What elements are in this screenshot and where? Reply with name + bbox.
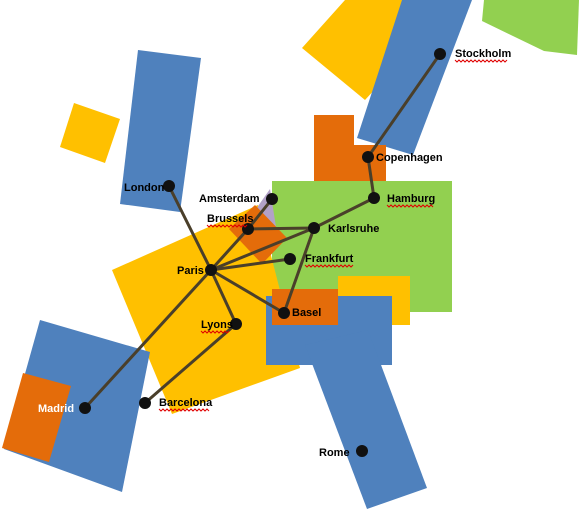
node-stockholm <box>434 48 446 60</box>
region-green-top-right <box>482 0 579 55</box>
node-madrid <box>79 402 91 414</box>
line-paris-basel <box>209 268 286 315</box>
label-barcelona: Barcelona <box>159 397 213 409</box>
node-london <box>163 180 175 192</box>
node-lyons <box>230 318 242 330</box>
node-rome <box>356 445 368 457</box>
squiggle-stockholm <box>454 59 508 63</box>
region-yellow-small <box>60 103 120 163</box>
label-frankfurt: Frankfurt <box>305 253 354 265</box>
node-basel <box>278 307 290 319</box>
squiggle-lyons <box>200 330 230 334</box>
line-hamburg-karlsruhe <box>312 196 376 230</box>
region-orange-denmark <box>314 115 386 186</box>
node-karlsruhe <box>308 222 320 234</box>
squiggle-brussels <box>206 224 248 228</box>
line-london-paris <box>167 184 213 272</box>
label-lyons: Lyons <box>201 319 233 331</box>
region-blue-sweden <box>357 0 472 155</box>
line-stockholm-copenhagen <box>366 52 442 159</box>
line-paris-lyons <box>209 268 238 326</box>
line-karlsruhe-basel <box>282 226 316 315</box>
squiggle-frankfurt <box>304 264 354 268</box>
region-yellow-france <box>112 205 300 414</box>
line-lyons-barcelona <box>143 322 238 405</box>
label-copenhagen: Copenhagen <box>376 152 443 164</box>
label-brussels: Brussels <box>207 213 253 225</box>
node-hamburg <box>368 192 380 204</box>
label-karlsruhe: Karlsruhe <box>328 223 379 235</box>
node-frankfurt <box>284 253 296 265</box>
city-labels: Stockholm Copenhagen Hamburg London Amst… <box>38 48 511 459</box>
line-paris-frankfurt <box>209 257 292 272</box>
node-paris <box>205 264 217 276</box>
line-paris-karlsruhe <box>209 226 316 272</box>
squiggle-hamburg <box>386 204 434 208</box>
region-orange-belgium <box>229 205 287 264</box>
line-paris-madrid <box>83 268 213 410</box>
label-rome: Rome <box>319 447 350 459</box>
line-karlsruhe-brussels <box>246 226 316 231</box>
line-brussels-amsterdam <box>246 197 274 231</box>
line-brussels-paris <box>209 227 250 272</box>
label-stockholm: Stockholm <box>455 48 511 60</box>
node-copenhagen <box>362 151 374 163</box>
label-paris: Paris <box>177 265 204 277</box>
label-hamburg: Hamburg <box>387 193 435 205</box>
label-london: London <box>124 182 165 194</box>
region-blue-italy <box>305 330 427 509</box>
region-blue-uk <box>120 50 201 212</box>
rail-lines <box>83 52 442 410</box>
node-amsterdam <box>266 193 278 205</box>
node-barcelona <box>139 397 151 409</box>
label-amsterdam: Amsterdam <box>199 193 260 205</box>
city-nodes <box>79 48 446 457</box>
label-madrid: Madrid <box>38 403 74 415</box>
region-yellow-top <box>302 0 420 100</box>
label-basel: Basel <box>292 307 321 319</box>
line-copenhagen-hamburg <box>366 155 376 200</box>
node-brussels <box>242 223 254 235</box>
spellcheck-underlines <box>158 59 508 412</box>
region-orange-spain <box>2 373 71 462</box>
squiggle-barcelona <box>158 408 210 412</box>
